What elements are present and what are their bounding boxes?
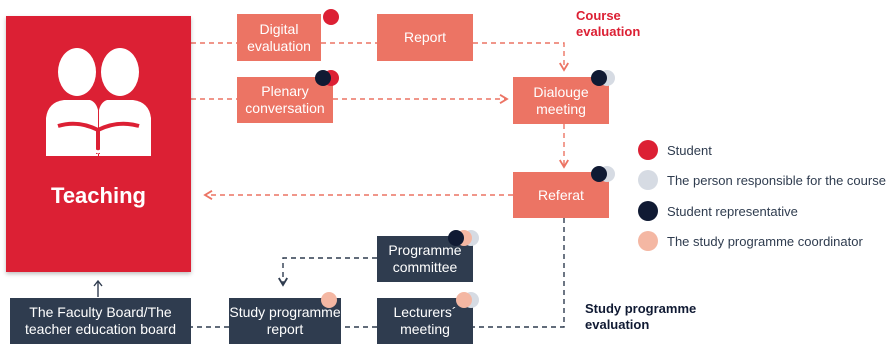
- teaching-label: Teaching: [51, 183, 146, 208]
- edge-committee-report: [278, 257, 377, 287]
- course-evaluation-title-line1: Course: [576, 8, 621, 23]
- legend-student-label: Student: [667, 143, 712, 158]
- student-representative-dot: [315, 70, 331, 86]
- study-programme-evaluation-title: Study programme evaluation: [585, 301, 696, 332]
- digital-evaluation-node: Digital evaluation: [237, 14, 321, 61]
- report-label: Report: [403, 29, 447, 46]
- digital-evaluation-line1: Digital: [259, 20, 299, 37]
- plenary-conversation-line2: conversation: [245, 100, 325, 116]
- legend-course-responsible-label: The person responsible for the course: [667, 173, 886, 188]
- lecturers-meeting-node: Lecturers´ meeting: [377, 298, 473, 344]
- dialogue-meeting-line2: meeting: [536, 100, 586, 117]
- legend-student-representative-label: Student representative: [667, 204, 798, 219]
- faculty-board-line1: The Faculty Board/The: [29, 304, 172, 321]
- programme-coordinator-dot: [321, 292, 337, 308]
- plenary-conversation-node: Plenary conversation: [237, 77, 333, 123]
- programme-evaluation-title-line1: Study programme: [585, 301, 697, 316]
- referat-label: Referat: [538, 186, 584, 203]
- study-programme-report-line1: Study programme: [229, 304, 341, 321]
- student-dot: [323, 9, 339, 25]
- lecturers-meeting-line1: Lecturers´: [393, 304, 457, 321]
- legend-student-dot: [638, 140, 658, 160]
- programme-committee-line1: Programme: [388, 242, 462, 259]
- plenary-conversation-line1: Plenary: [261, 83, 309, 100]
- teaching-block: Teaching: [6, 16, 191, 272]
- two-people-reading-icon: [46, 48, 151, 156]
- edge-referat-lecturers: [473, 218, 565, 328]
- student-representative-dot: [591, 166, 607, 182]
- legend-student-representative-dot: [638, 201, 658, 221]
- dialogue-meeting-node: Dialouge meeting: [513, 77, 609, 124]
- student-representative-dot: [448, 230, 464, 246]
- programme-committee-line2: committee: [392, 259, 458, 275]
- legend-programme-coordinator-dot: [638, 231, 658, 251]
- edge-board-teaching-arrowhead: [93, 279, 103, 287]
- faculty-board-node: The Faculty Board/The teacher education …: [10, 298, 191, 344]
- programme-coordinator-dot: [456, 292, 472, 308]
- course-evaluation-title-line2: evaluation: [576, 23, 641, 39]
- edge-report-dialogue: [473, 42, 569, 72]
- dialogue-meeting-line1: Dialouge: [533, 83, 589, 100]
- course-evaluation-title: Course evaluation: [576, 8, 640, 39]
- study-programme-report-node: Study programme report: [229, 298, 341, 344]
- study-programme-report-line2: report: [266, 321, 304, 337]
- digital-evaluation-line2: evaluation: [247, 37, 311, 54]
- legend-programme-coordinator-label: The study programme coordinator: [667, 234, 863, 249]
- legend-course-responsible-dot: [638, 170, 658, 190]
- student-representative-dot: [591, 70, 607, 86]
- faculty-board-line2: teacher education board: [25, 321, 176, 337]
- report-node: Report: [377, 14, 473, 61]
- programme-evaluation-title-line2: evaluation: [585, 316, 650, 332]
- programme-committee-node: Programme committee: [377, 236, 473, 282]
- lecturers-meeting-line2: meeting: [400, 321, 450, 337]
